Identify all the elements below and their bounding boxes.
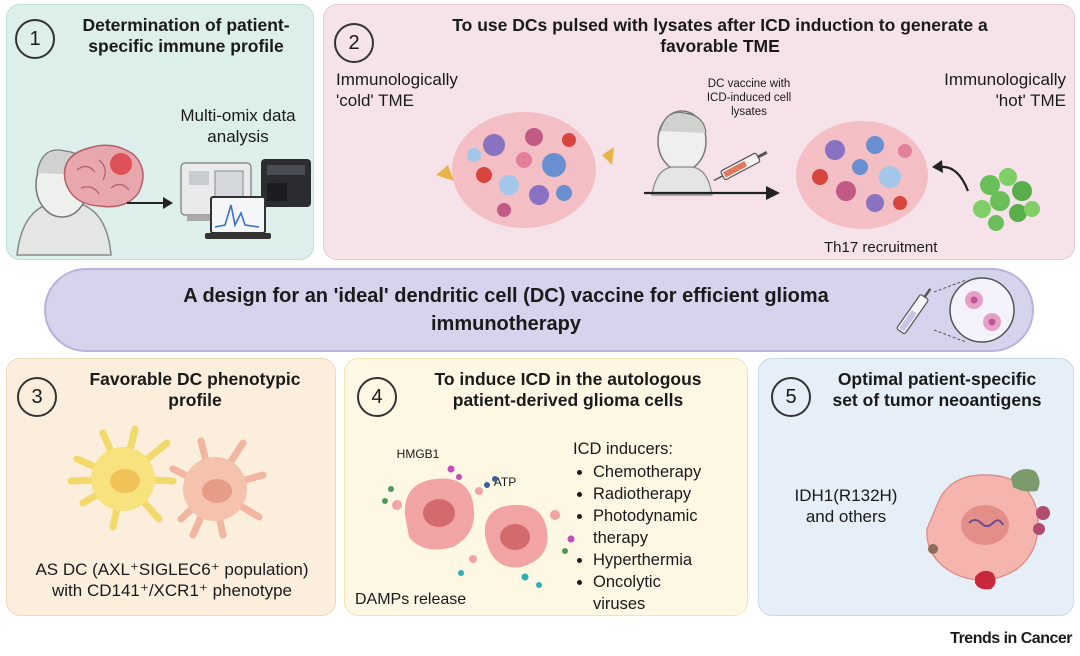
cold-tumor-icon: [436, 112, 614, 228]
inducer-radiotherapy: Radiotherapy: [593, 483, 701, 505]
inducer-photodynamic: Photodynamic: [593, 505, 701, 527]
tumor-cell-neoantigen-icon: [926, 469, 1050, 590]
multiomix-label: Multi-omix data analysis: [180, 106, 296, 146]
hot-tumor-icon: [796, 121, 928, 229]
hot-tme-label: Immunologically 'hot' TME: [944, 70, 1066, 110]
dying-glioma-cells-icon: [382, 465, 575, 588]
journal-footer: Trends in Cancer: [950, 630, 1072, 647]
analyzer-machine-icon: [261, 159, 311, 207]
panel4-title: To induce ICD in the autologous patient-…: [434, 369, 702, 410]
panel-dc-phenotypic-profile: 3 Favorable DC phenotypic profile AS DC …: [6, 358, 336, 616]
vaccine-zoom-icon: [896, 277, 1015, 343]
panel5-title: Optimal patient-specific set of tumor ne…: [832, 369, 1042, 410]
arrow-right-icon: [644, 186, 780, 200]
th17-cells-icon: [973, 168, 1040, 231]
damps-release-label: DAMPs release: [355, 591, 467, 608]
arrow-right-icon: [127, 197, 173, 209]
step-number-5: 5: [771, 377, 811, 417]
panel-icd-induction: 4 To induce ICD in the autologous patien…: [344, 358, 748, 616]
panel-patient-immune-profile: 1 Determination of patient- specific imm…: [6, 4, 314, 260]
inducer-photodynamic-cont: therapy: [593, 529, 649, 547]
main-title-banner: A design for an 'ideal' dendritic cell (…: [44, 268, 1034, 352]
panel-tumor-neoantigens: 5 Optimal patient-specific set of tumor …: [758, 358, 1074, 616]
icd-inducers-heading: ICD inducers:: [573, 440, 673, 458]
inducer-oncolytic: Oncolytic: [593, 571, 701, 593]
neoantigen-label: IDH1(R132H) and others: [794, 486, 898, 526]
panel2-title: To use DCs pulsed with lysates after ICD…: [452, 15, 988, 56]
inducer-hyperthermia: Hyperthermia: [593, 549, 701, 571]
atp-label: ATP: [493, 475, 517, 489]
step-number-3: 3: [17, 377, 57, 417]
dendritic-cells-icon: [67, 425, 267, 539]
laptop-chart-icon: [205, 196, 271, 239]
patient-face-icon: [651, 110, 713, 196]
main-title: A design for an 'ideal' dendritic cell (…: [183, 285, 829, 335]
icd-inducers-list: Chemotherapy Radiotherapy Photodynamic t…: [573, 461, 701, 615]
brain-icon: [63, 144, 144, 208]
cold-tme-label: Immunologically 'cold' TME: [336, 70, 458, 110]
inducer-chemotherapy: Chemotherapy: [593, 461, 701, 483]
inducer-oncolytic-cont: viruses: [593, 595, 646, 613]
th17-recruitment-label: Th17 recruitment: [824, 239, 938, 256]
step-number-1: 1: [15, 19, 55, 59]
syringe-icon: [713, 150, 768, 182]
curved-arrow-icon: [932, 160, 970, 192]
step-number-4: 4: [357, 377, 397, 417]
hmgb1-label: HMGB1: [396, 447, 440, 461]
panel1-title: Determination of patient- specific immun…: [82, 15, 290, 56]
panel-dc-pulsed-lysates: 2 To use DCs pulsed with lysates after I…: [323, 4, 1075, 260]
dc-vaccine-label: DC vaccine with ICD-induced cell lysates: [706, 78, 792, 118]
as-dc-description: AS DC (AXL⁺SIGLEC6⁺ population) with CD1…: [35, 560, 309, 600]
panel3-title: Favorable DC phenotypic profile: [89, 369, 301, 410]
step-number-2: 2: [334, 23, 374, 63]
